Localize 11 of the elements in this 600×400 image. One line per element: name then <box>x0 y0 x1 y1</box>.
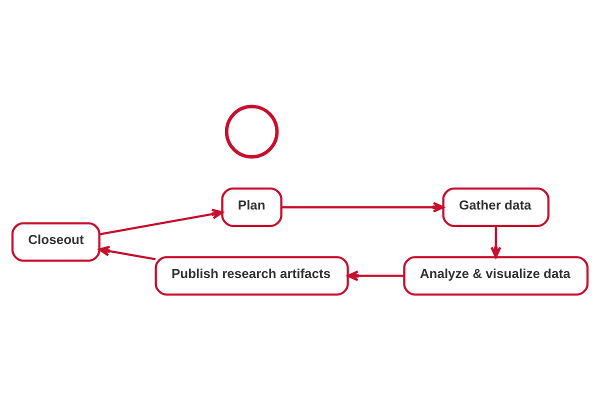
arrow <box>99 208 224 235</box>
node-circle <box>224 104 279 158</box>
arrow <box>98 245 156 260</box>
node-box: Closeout <box>11 222 100 262</box>
node-box: Analyze & visualize data <box>403 256 589 296</box>
node-box: Gather data <box>442 186 550 226</box>
arrow <box>281 201 444 212</box>
arrow <box>347 270 404 281</box>
node-box: Plan <box>221 186 282 226</box>
arrow <box>490 225 502 258</box>
node-box: Publish research artifacts <box>154 256 349 296</box>
